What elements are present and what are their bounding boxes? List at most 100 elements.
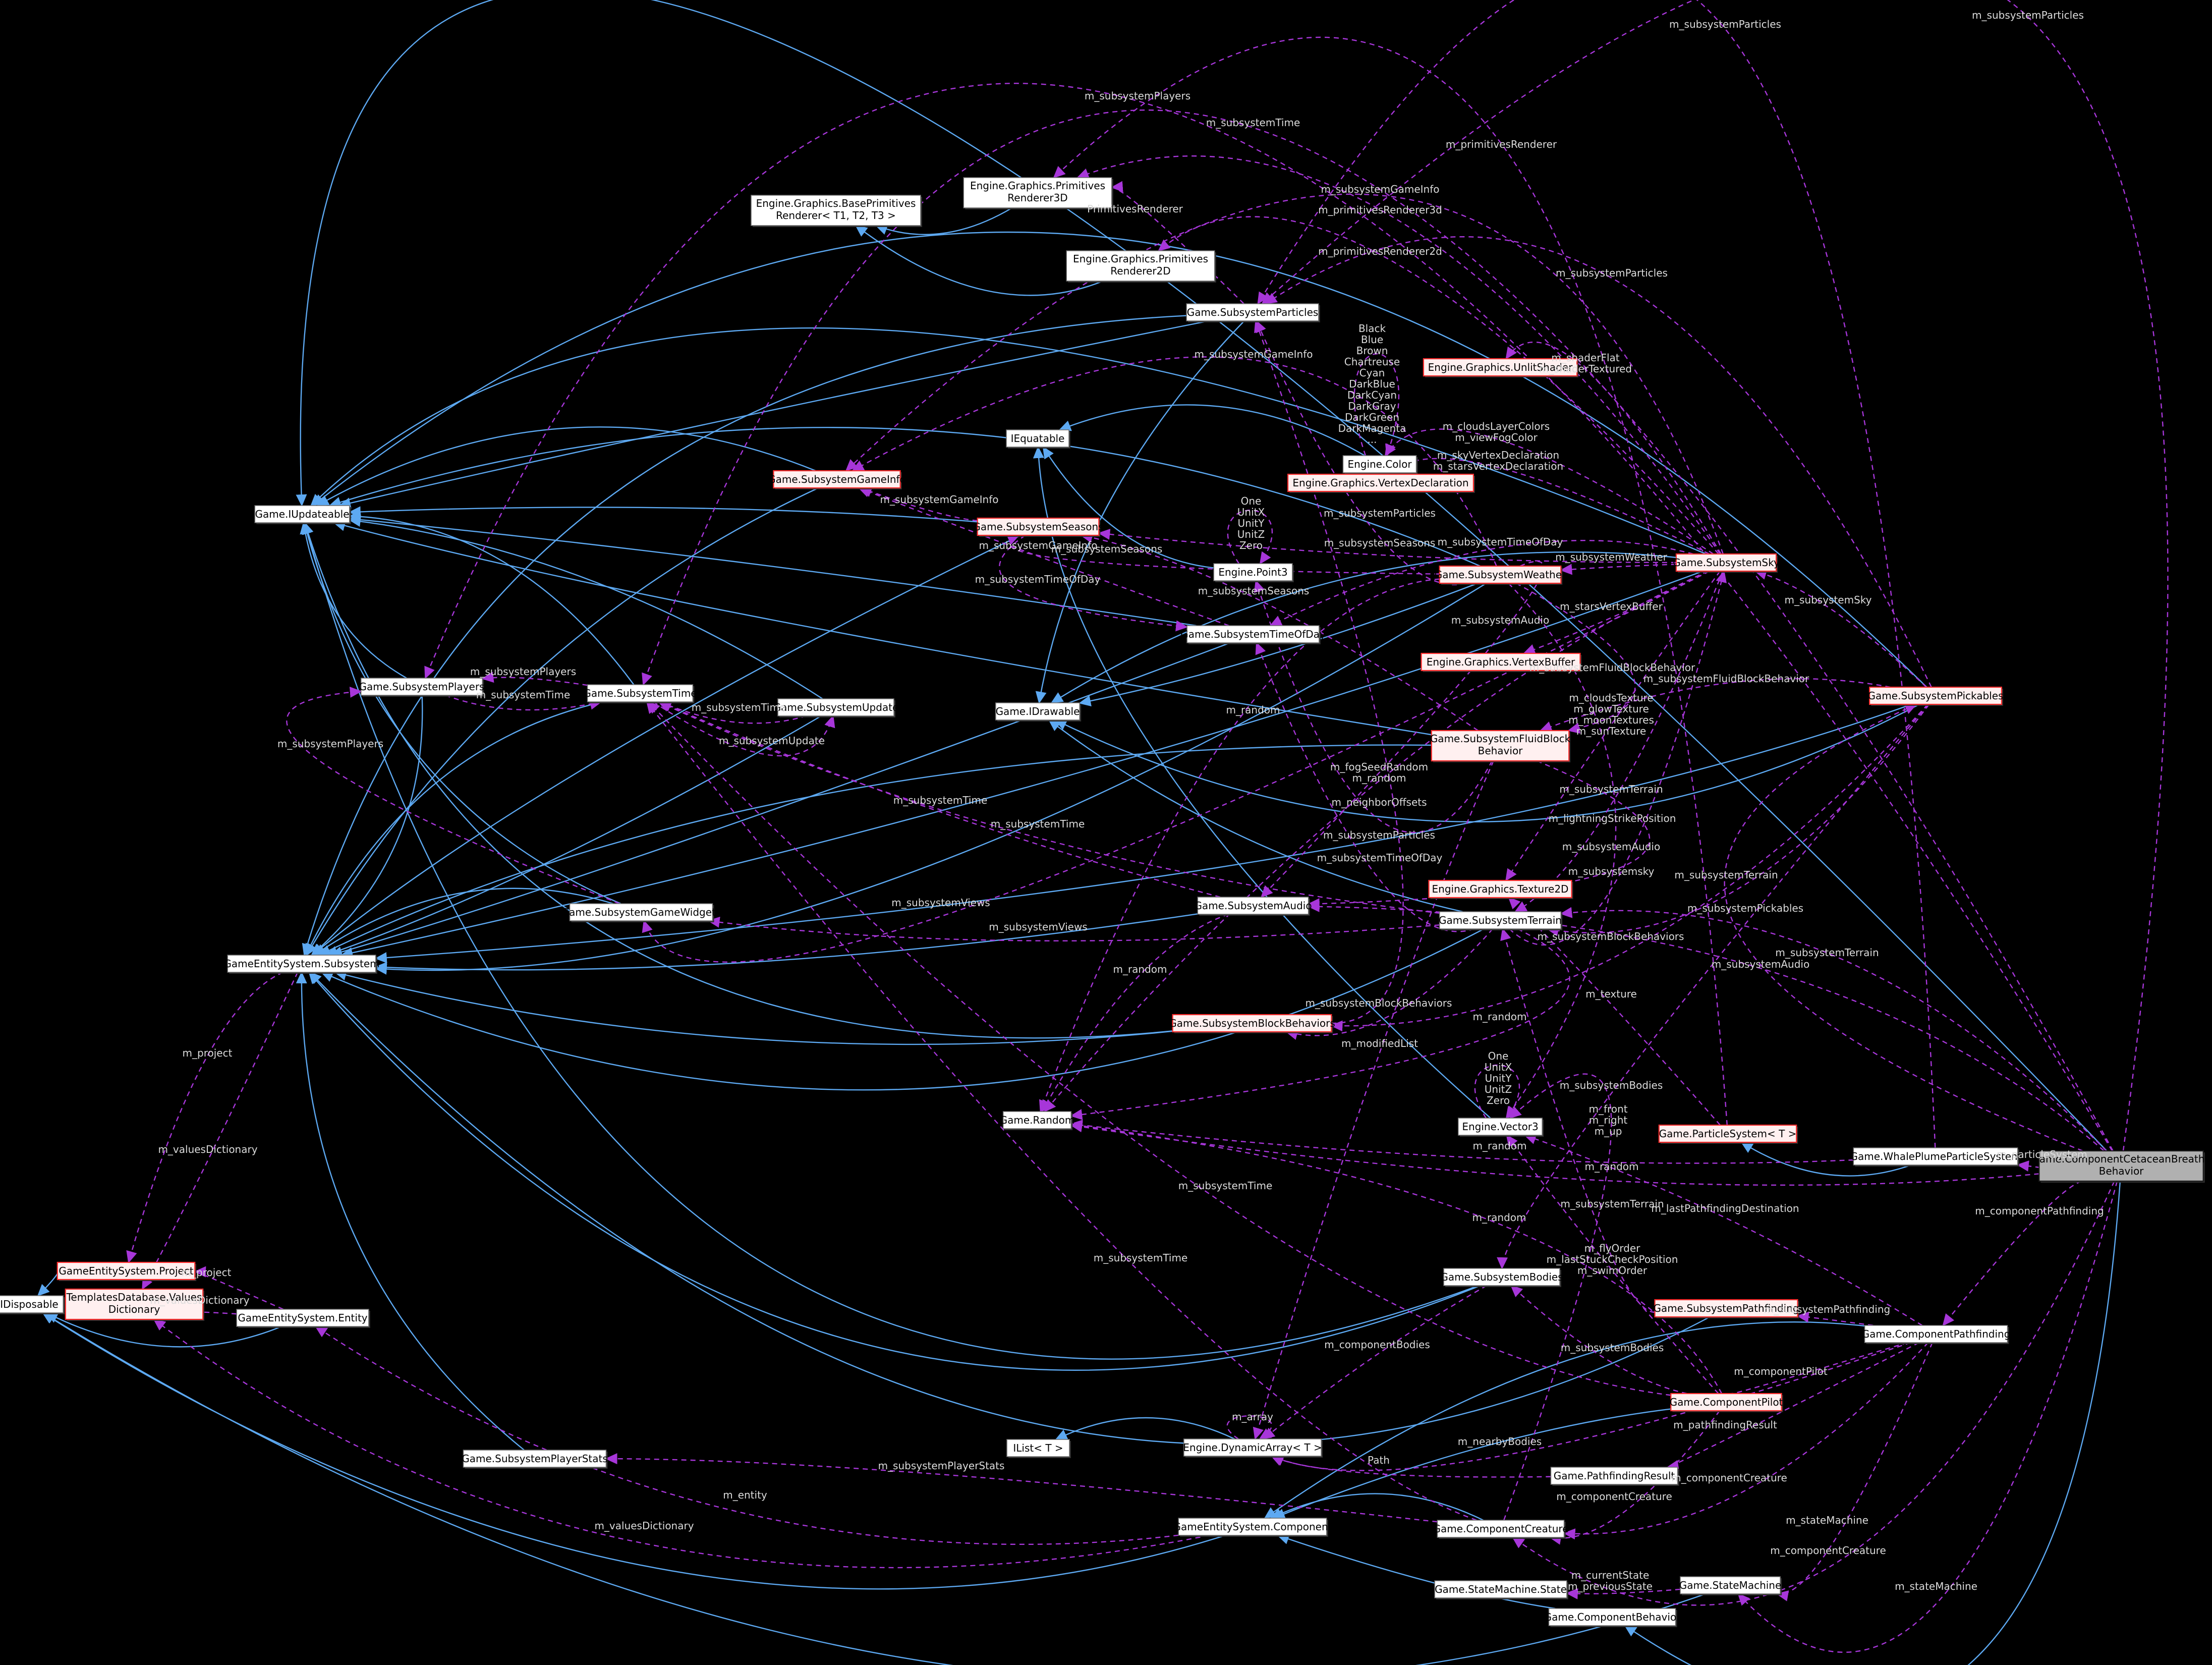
node-label: IList< T > xyxy=(1013,1442,1063,1454)
edge-label: m_componentCreature xyxy=(1556,1490,1672,1503)
self-loop-label: ... xyxy=(1367,433,1377,446)
node-color[interactable]: Engine.Color xyxy=(1342,455,1418,474)
edge-weather-iupdateable xyxy=(328,427,1481,567)
node-widgets[interactable]: Game.SubsystemGameWidgets xyxy=(561,903,721,922)
node-dynarr[interactable]: Engine.DynamicArray< T > xyxy=(1183,1438,1323,1458)
edge-label: PrimitivesRenderer xyxy=(1087,203,1183,215)
edge-pilot-component xyxy=(1273,1408,1671,1519)
self-loop-label: m_array xyxy=(1232,1411,1273,1423)
edge-pickables-subsystem xyxy=(374,703,1912,964)
edge-target-players xyxy=(424,83,2113,1151)
node-pickables[interactable]: Game.SubsystemPickables xyxy=(1868,686,2004,706)
edge-label: m_subsystemViews xyxy=(989,921,1087,933)
edge-entity-project xyxy=(194,1266,284,1310)
edge-label: m_subsystemTerrain xyxy=(1775,947,1879,959)
edge-target-audio xyxy=(1307,901,2105,1151)
node-point3[interactable]: Engine.Point3 xyxy=(1213,563,1294,582)
edge-prim2d-baseprim xyxy=(855,225,1104,296)
node-vector3[interactable]: Engine.Vector3 xyxy=(1458,1118,1544,1137)
self-loop-color xyxy=(1353,353,1400,457)
edge-comppath-component xyxy=(1264,1321,1865,1519)
self-loop-label: One xyxy=(1241,495,1262,507)
node-unlit[interactable]: Engine.Graphics.UnlitShader xyxy=(1423,358,1579,377)
node-audio[interactable]: Game.SubsystemAudio xyxy=(1194,897,1312,916)
node-bodies[interactable]: Game.SubsystemBodies xyxy=(1440,1268,1563,1287)
node-component[interactable]: GameEntitySystem.Component xyxy=(1173,1518,1332,1537)
node-label: Game.PathfindingResult xyxy=(1554,1470,1675,1482)
node-idrawable[interactable]: Game.IDrawable xyxy=(995,702,1082,722)
node-whale[interactable]: Game.WhalePlumeParticleSystem xyxy=(1850,1147,2021,1167)
edge-dynarr-ilist xyxy=(1055,1417,1235,1440)
node-subsystem[interactable]: GameEntitySystem.Subsystem xyxy=(223,955,380,974)
node-tex2d[interactable]: Engine.Graphics.Texture2D xyxy=(1428,879,1573,899)
node-pathres[interactable]: Game.PathfindingResult xyxy=(1550,1467,1679,1486)
edge-comppath-creature xyxy=(1563,1342,1929,1540)
edge-terrain-widgets xyxy=(707,916,1440,941)
edge-label: m_subsystemPlayers xyxy=(470,665,576,678)
node-ilist[interactable]: IList< T > xyxy=(1006,1439,1071,1458)
node-update[interactable]: Game.SubsystemUpdate xyxy=(773,698,899,717)
edge-weather-subsystem xyxy=(374,582,1487,975)
edge-label: m_shaderFlat xyxy=(1551,352,1619,364)
node-label: Engine.DynamicArray< T > xyxy=(1183,1441,1322,1454)
node-particles[interactable]: Game.SubsystemParticles xyxy=(1186,303,1320,322)
edge-sm-idisposable xyxy=(42,1312,1706,1665)
edge-label: m_subsystemAudio xyxy=(1712,958,1809,970)
node-players[interactable]: Game.SubsystemPlayers xyxy=(359,678,485,697)
node-behavior[interactable]: Game.ComponentBehavior xyxy=(1544,1608,1681,1627)
node-vbuf[interactable]: Engine.Graphics.VertexBuffer xyxy=(1421,652,1582,672)
edge-particles-subsystem xyxy=(302,315,1187,956)
edge-label: m_nearbyBodies xyxy=(1458,1435,1542,1448)
edge-label: m_subsystemTimeOfDay xyxy=(975,573,1101,585)
node-creature[interactable]: Game.ComponentCreature xyxy=(1433,1520,1569,1539)
node-timeofday[interactable]: Game.SubsystemTimeOfDay xyxy=(1180,625,1326,644)
node-random[interactable]: Game.Random xyxy=(1000,1111,1075,1130)
node-entity[interactable]: GameEntitySystem.Entity xyxy=(236,1309,370,1328)
node-label: Game.ComponentPilot xyxy=(1670,1396,1783,1408)
node-iupdateable[interactable]: Game.IUpdateable xyxy=(254,505,351,524)
node-gameinfo[interactable]: Game.SubsystemGameInfo xyxy=(768,470,906,489)
node-vdecl[interactable]: Engine.Graphics.VertexDeclaration xyxy=(1287,473,1475,493)
edge-target-pickables xyxy=(1724,703,2083,1152)
node-time[interactable]: Game.SubsystemTime xyxy=(583,684,697,703)
node-comppath[interactable]: Game.ComponentPathfinding xyxy=(1862,1325,2011,1344)
edge-label: m_starsVertexBuffer xyxy=(1560,600,1663,613)
edge-label: m_fogSeedRandom xyxy=(1330,761,1428,773)
edge-label: m_subsystemTerrain xyxy=(1559,783,1663,795)
node-seasons[interactable]: Game.SubsystemSeasons xyxy=(973,517,1104,537)
edge-label: m_subsystemParticles xyxy=(1669,18,1781,30)
edge-widgets-subsystem xyxy=(313,887,613,956)
node-smstate[interactable]: Game.StateMachine.State xyxy=(1434,1580,1568,1599)
edge-terrain-timeofday xyxy=(1255,642,1475,932)
node-psys[interactable]: Game.ParticleSystem< T > xyxy=(1658,1124,1798,1144)
node-pstats[interactable]: Game.SubsystemPlayerStats xyxy=(462,1450,608,1469)
node-label: Engine.Graphics.VertexDeclaration xyxy=(1292,477,1468,489)
edge-terrain-random xyxy=(1070,928,1570,1120)
node-iequatable[interactable]: IEquatable xyxy=(1006,429,1070,449)
node-weather[interactable]: Game.SubsystemWeather xyxy=(1435,565,1566,585)
edge-time-players xyxy=(481,672,588,686)
edge-label: m_front xyxy=(1589,1103,1627,1115)
node-sky[interactable]: Game.SubsystemSky xyxy=(1673,553,1780,573)
edge-weather-fluid xyxy=(1515,582,1636,734)
node-sm[interactable]: Game.StateMachine xyxy=(1679,1576,1782,1595)
edge-pickables-fluid xyxy=(1539,678,1891,732)
node-blockbeh[interactable]: Game.SubsystemBlockBehaviors xyxy=(1169,1014,1335,1033)
node-baseprim[interactable]: Engine.Graphics.BasePrimitivesRenderer< … xyxy=(751,195,922,227)
self-loop-label: UnitY xyxy=(1485,1072,1512,1084)
node-project[interactable]: GameEntitySystem.Project xyxy=(56,1261,197,1281)
edge-label: m_skyVertexDeclaration xyxy=(1437,449,1559,461)
edge-widgets-players xyxy=(286,686,620,905)
edge-comppath-pilot xyxy=(1721,1342,1908,1406)
node-idisposable[interactable]: IDisposable xyxy=(0,1295,65,1314)
edge-label: m_flyOrder xyxy=(1584,1242,1641,1254)
node-terrain[interactable]: Game.SubsystemTerrain xyxy=(1439,911,1563,930)
node-subpath[interactable]: Game.SubsystemPathfinding xyxy=(1653,1299,1799,1318)
node-pilot[interactable]: Game.ComponentPilot xyxy=(1670,1393,1783,1412)
